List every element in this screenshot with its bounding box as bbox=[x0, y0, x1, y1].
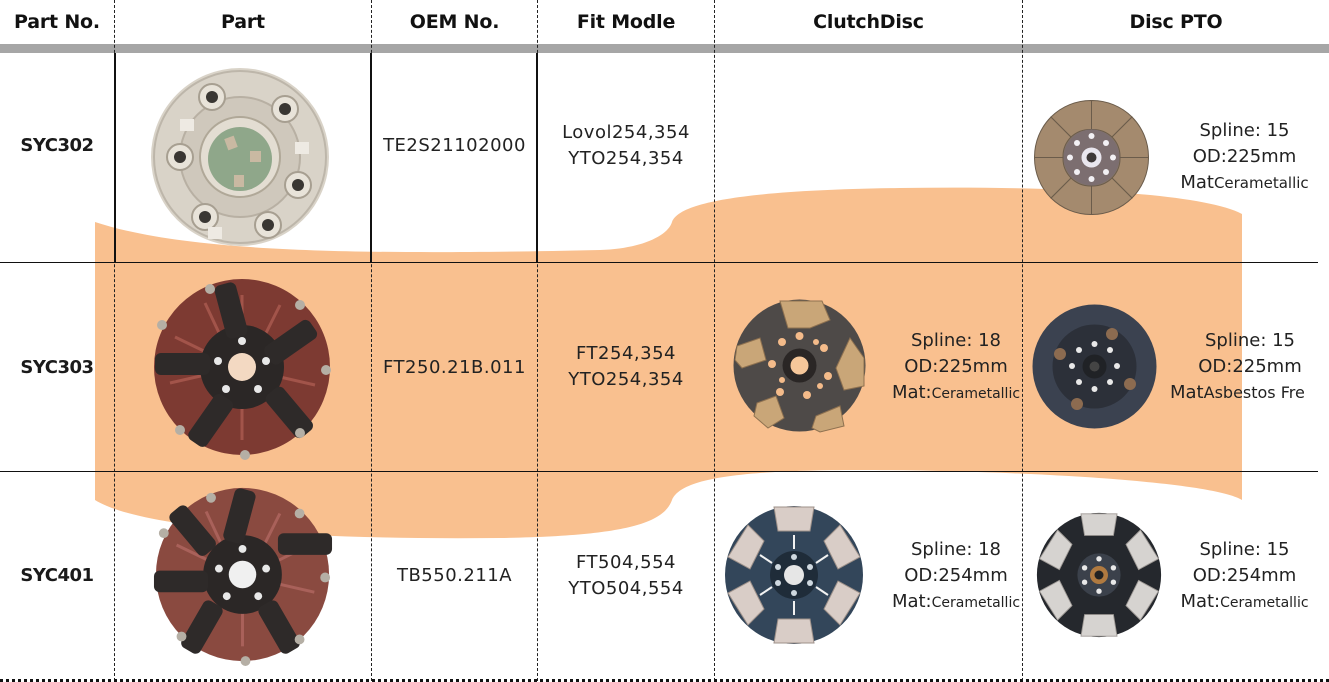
fit-model-cell: FT504,554 YTO504,554 bbox=[538, 472, 714, 679]
oem-no-cell: TB550.211A bbox=[396, 565, 513, 586]
fit-model-line: Lovol254,354 bbox=[562, 121, 690, 143]
column-divider bbox=[536, 53, 538, 263]
column-divider bbox=[114, 53, 116, 263]
pressure-plate-red-image bbox=[153, 487, 333, 666]
fit-model-line: FT504,554 bbox=[576, 551, 676, 573]
disc-pto-spec: Spline: 15 OD:225mm MatAsbestos Fre bbox=[1160, 328, 1329, 406]
disc-pto-spec: Spline: 15 OD:225mm MatCerametallic bbox=[1160, 118, 1329, 196]
material-text: Mat:Cerametallic bbox=[1180, 591, 1309, 612]
column-divider bbox=[537, 0, 538, 681]
header-disc-pto: Disc PTO bbox=[1129, 11, 1223, 33]
clutch-disc-cerametallic-image bbox=[733, 299, 866, 433]
oem-no-cell: FT250.21B.011 bbox=[383, 356, 526, 378]
fit-model-line: YTO504,554 bbox=[568, 577, 684, 599]
material-text: MatCerametallic bbox=[1180, 172, 1309, 193]
fit-model-line: YTO254,354 bbox=[568, 369, 684, 390]
clutch-disc-spec: Spline: 18 OD:225mm Mat:Cerametallic bbox=[880, 328, 1032, 407]
header-clutch-disc: ClutchDisc bbox=[813, 11, 924, 33]
spline-text: Spline: 15 bbox=[1199, 539, 1290, 560]
od-text: OD:225mm bbox=[1198, 356, 1302, 377]
header-oem-no: OEM No. bbox=[409, 11, 500, 33]
od-text: OD:254mm bbox=[1192, 565, 1297, 586]
column-divider bbox=[114, 0, 115, 681]
header-fit-model: Fit Modle bbox=[576, 11, 676, 33]
clutch-disc-6pad-image bbox=[725, 506, 863, 644]
disc-pto-spec: Spline: 15 OD:254mm Mat:Cerametallic bbox=[1160, 537, 1329, 616]
header-part: Part bbox=[221, 11, 265, 33]
disc-pto-organic-image bbox=[1032, 304, 1157, 429]
spline-text: Spline: 18 bbox=[910, 330, 1002, 351]
od-text: OD:254mm bbox=[904, 565, 1008, 586]
spline-text: Spline: 15 bbox=[1204, 330, 1296, 351]
part-no-cell: SYC401 bbox=[20, 565, 94, 586]
spline-text: Spline: 18 bbox=[910, 539, 1002, 560]
pressure-plate-red-image bbox=[154, 279, 331, 460]
fit-model-line: FT254,354 bbox=[576, 343, 676, 364]
material-text: MatAsbestos Fre bbox=[1170, 382, 1305, 403]
disc-pto-6pad-image bbox=[1036, 512, 1162, 638]
material-text: Mat:Cerametallic bbox=[891, 382, 1021, 403]
row-divider bbox=[0, 471, 1318, 472]
part-no-cell: SYC302 bbox=[20, 135, 94, 156]
oem-no-cell: TE2S21102000 bbox=[383, 135, 526, 156]
row-divider bbox=[0, 262, 1318, 263]
od-text: OD:225mm bbox=[904, 356, 1008, 377]
column-divider bbox=[714, 0, 715, 681]
material-text: Mat:Cerametallic bbox=[891, 591, 1021, 612]
clutch-disc-spec: Spline: 18 OD:254mm Mat:Cerametallic bbox=[880, 537, 1032, 616]
fit-model-line: YTO254,354 bbox=[568, 147, 684, 169]
pressure-plate-silver-image bbox=[151, 68, 329, 246]
header-divider bbox=[0, 44, 1329, 53]
column-divider bbox=[1022, 0, 1023, 681]
column-divider bbox=[370, 53, 372, 263]
column-divider bbox=[371, 0, 372, 681]
fit-model-cell: FT254,354 YTO254,354 bbox=[538, 263, 714, 471]
od-text: OD:225mm bbox=[1192, 146, 1297, 167]
part-no-cell: SYC303 bbox=[20, 356, 94, 378]
header-part-no: Part No. bbox=[14, 11, 100, 33]
fit-model-cell: Lovol254,354 YTO254,354 bbox=[538, 53, 714, 262]
spline-text: Spline: 15 bbox=[1199, 120, 1290, 141]
disc-pto-bronze-image bbox=[1034, 100, 1149, 215]
